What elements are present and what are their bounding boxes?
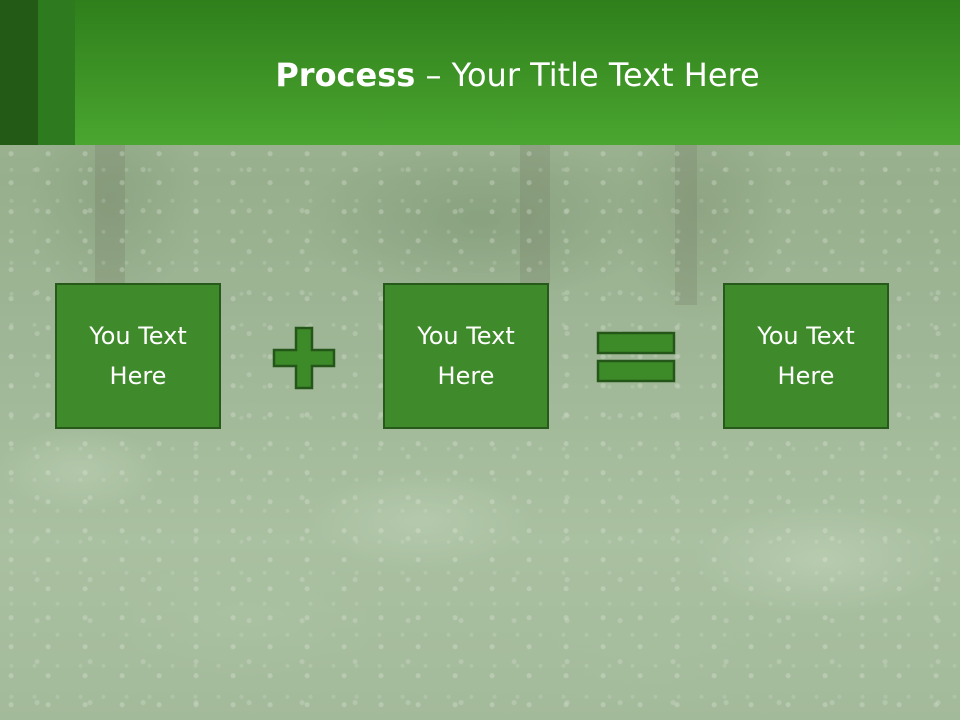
equals-icon bbox=[596, 331, 676, 383]
process-box-label: You Text Here bbox=[757, 322, 855, 390]
process-box-label: You Text Here bbox=[89, 322, 187, 390]
process-box-1[interactable]: You Text Here bbox=[55, 283, 221, 429]
title-rest-text: – Your Title Text Here bbox=[415, 56, 760, 94]
tree-trunk bbox=[675, 145, 697, 305]
header-stripe-mid bbox=[38, 0, 75, 145]
process-box-3[interactable]: You Text Here bbox=[723, 283, 889, 429]
slide-header: Process – Your Title Text Here bbox=[0, 0, 960, 145]
slide-title[interactable]: Process – Your Title Text Here bbox=[75, 0, 960, 150]
flower-texture bbox=[0, 145, 960, 720]
background-veil bbox=[0, 145, 960, 720]
header-stripe-dark bbox=[0, 0, 38, 145]
process-box-label: You Text Here bbox=[417, 322, 515, 390]
plus-icon bbox=[272, 326, 336, 390]
process-box-2[interactable]: You Text Here bbox=[383, 283, 549, 429]
tree-trunk bbox=[95, 145, 125, 285]
title-bold-text: Process bbox=[275, 56, 416, 94]
tree-trunk bbox=[520, 145, 550, 285]
